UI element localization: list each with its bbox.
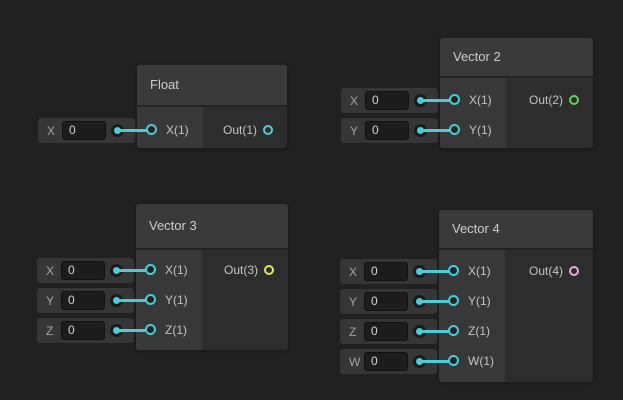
node-vector3[interactable]: Vector 3 <box>136 204 288 350</box>
vector3-out-label: Out(3) <box>223 263 258 277</box>
float-port-x-icon[interactable] <box>146 124 157 135</box>
vector4-w-input-label: W <box>349 354 361 369</box>
vector2-y-wire <box>420 129 455 132</box>
float-out-label: Out(1) <box>222 123 257 137</box>
vector4-z-value: 0 <box>371 324 378 338</box>
float-x-value: 0 <box>69 123 76 137</box>
vector2-y-value-field[interactable]: 0 <box>365 121 409 140</box>
vector4-w-value-field[interactable]: 0 <box>364 352 408 371</box>
node-vector4-header[interactable]: Vector 4 <box>439 210 593 250</box>
vector2-x-wire <box>420 99 455 102</box>
vector3-x-value-field[interactable]: 0 <box>61 261 105 280</box>
node-float-header[interactable]: Float <box>137 65 287 107</box>
vector3-x-input-widget[interactable]: X 0 <box>37 258 134 283</box>
vector4-port-z-label: Z(1) <box>468 324 490 338</box>
vector4-z-value-field[interactable]: 0 <box>364 322 408 341</box>
vector3-z-value-field[interactable]: 0 <box>61 321 105 340</box>
vector4-z-wire <box>419 330 454 333</box>
vector4-y-value: 0 <box>371 294 378 308</box>
vector4-w-value: 0 <box>371 354 378 368</box>
vector4-port-w-label: W(1) <box>468 354 494 368</box>
vector2-y-input-label: Y <box>350 123 359 138</box>
node-vector2-body <box>440 78 593 148</box>
vector3-z-input-label: Z <box>46 323 54 338</box>
vector3-port-x-label: X(1) <box>165 263 188 277</box>
vector2-y-value: 0 <box>372 123 379 137</box>
vector4-x-value: 0 <box>371 264 378 278</box>
node-vector2-title: Vector 2 <box>453 49 501 64</box>
vector3-x-input-label: X <box>46 263 55 278</box>
vector4-port-y-label: Y(1) <box>468 294 491 308</box>
vector4-out-label: Out(4) <box>528 264 563 278</box>
node-vector3-header[interactable]: Vector 3 <box>136 204 288 250</box>
vector4-x-wire <box>419 270 454 273</box>
vector3-port-y-label: Y(1) <box>165 293 188 307</box>
vector2-port-y-icon[interactable] <box>449 124 460 135</box>
vector3-port-y-icon[interactable] <box>145 294 156 305</box>
node-vector2[interactable]: Vector 2 <box>440 38 593 148</box>
node-vector3-title: Vector 3 <box>149 218 197 233</box>
vector3-port-z-label: Z(1) <box>165 323 187 337</box>
vector4-port-out-icon[interactable] <box>569 266 579 276</box>
vector4-x-value-field[interactable]: 0 <box>364 262 408 281</box>
vector2-port-out-icon[interactable] <box>569 95 579 105</box>
vector3-x-value: 0 <box>68 263 75 277</box>
vector4-port-x-icon[interactable] <box>448 265 459 276</box>
node-vector4-title: Vector 4 <box>452 221 500 236</box>
vector2-port-x-icon[interactable] <box>449 94 460 105</box>
node-float[interactable]: Float <box>137 65 287 148</box>
float-x-input-label: X <box>47 123 56 138</box>
float-port-x-label: X(1) <box>166 123 189 137</box>
vector4-y-wire <box>419 300 454 303</box>
vector4-y-value-field[interactable]: 0 <box>364 292 408 311</box>
vector4-port-y-icon[interactable] <box>448 295 459 306</box>
vector3-x-wire <box>116 269 151 272</box>
vector3-y-value: 0 <box>68 293 75 307</box>
vector3-y-input-label: Y <box>46 293 55 308</box>
vector4-x-input-label: X <box>349 264 358 279</box>
vector4-port-w-icon[interactable] <box>448 355 459 366</box>
vector2-x-value-field[interactable]: 0 <box>365 91 409 110</box>
vector3-y-value-field[interactable]: 0 <box>61 291 105 310</box>
node-vector2-header[interactable]: Vector 2 <box>440 38 593 78</box>
vector2-port-y-label: Y(1) <box>469 123 492 137</box>
vector3-port-x-icon[interactable] <box>145 264 156 275</box>
node-float-title: Float <box>150 77 179 92</box>
vector2-port-x-label: X(1) <box>469 93 492 107</box>
vector4-port-z-icon[interactable] <box>448 325 459 336</box>
float-port-out-icon[interactable] <box>263 125 273 135</box>
float-x-wire <box>117 129 152 132</box>
vector2-x-input-label: X <box>350 93 359 108</box>
vector2-x-value: 0 <box>372 93 379 107</box>
vector3-z-value: 0 <box>68 323 75 337</box>
vector2-out-label: Out(2) <box>528 93 563 107</box>
vector3-y-wire <box>116 299 151 302</box>
vector4-z-input-label: Z <box>349 324 357 339</box>
vector3-z-wire <box>116 329 151 332</box>
node-vector4[interactable]: Vector 4 <box>439 210 593 382</box>
vector4-w-wire <box>419 360 454 363</box>
vector3-port-out-icon[interactable] <box>264 265 274 275</box>
vector3-port-z-icon[interactable] <box>145 324 156 335</box>
vector4-port-x-label: X(1) <box>468 264 491 278</box>
node-vector2-input-column <box>440 78 506 148</box>
float-x-value-field[interactable]: 0 <box>62 121 106 140</box>
vector4-y-input-label: Y <box>349 294 358 309</box>
